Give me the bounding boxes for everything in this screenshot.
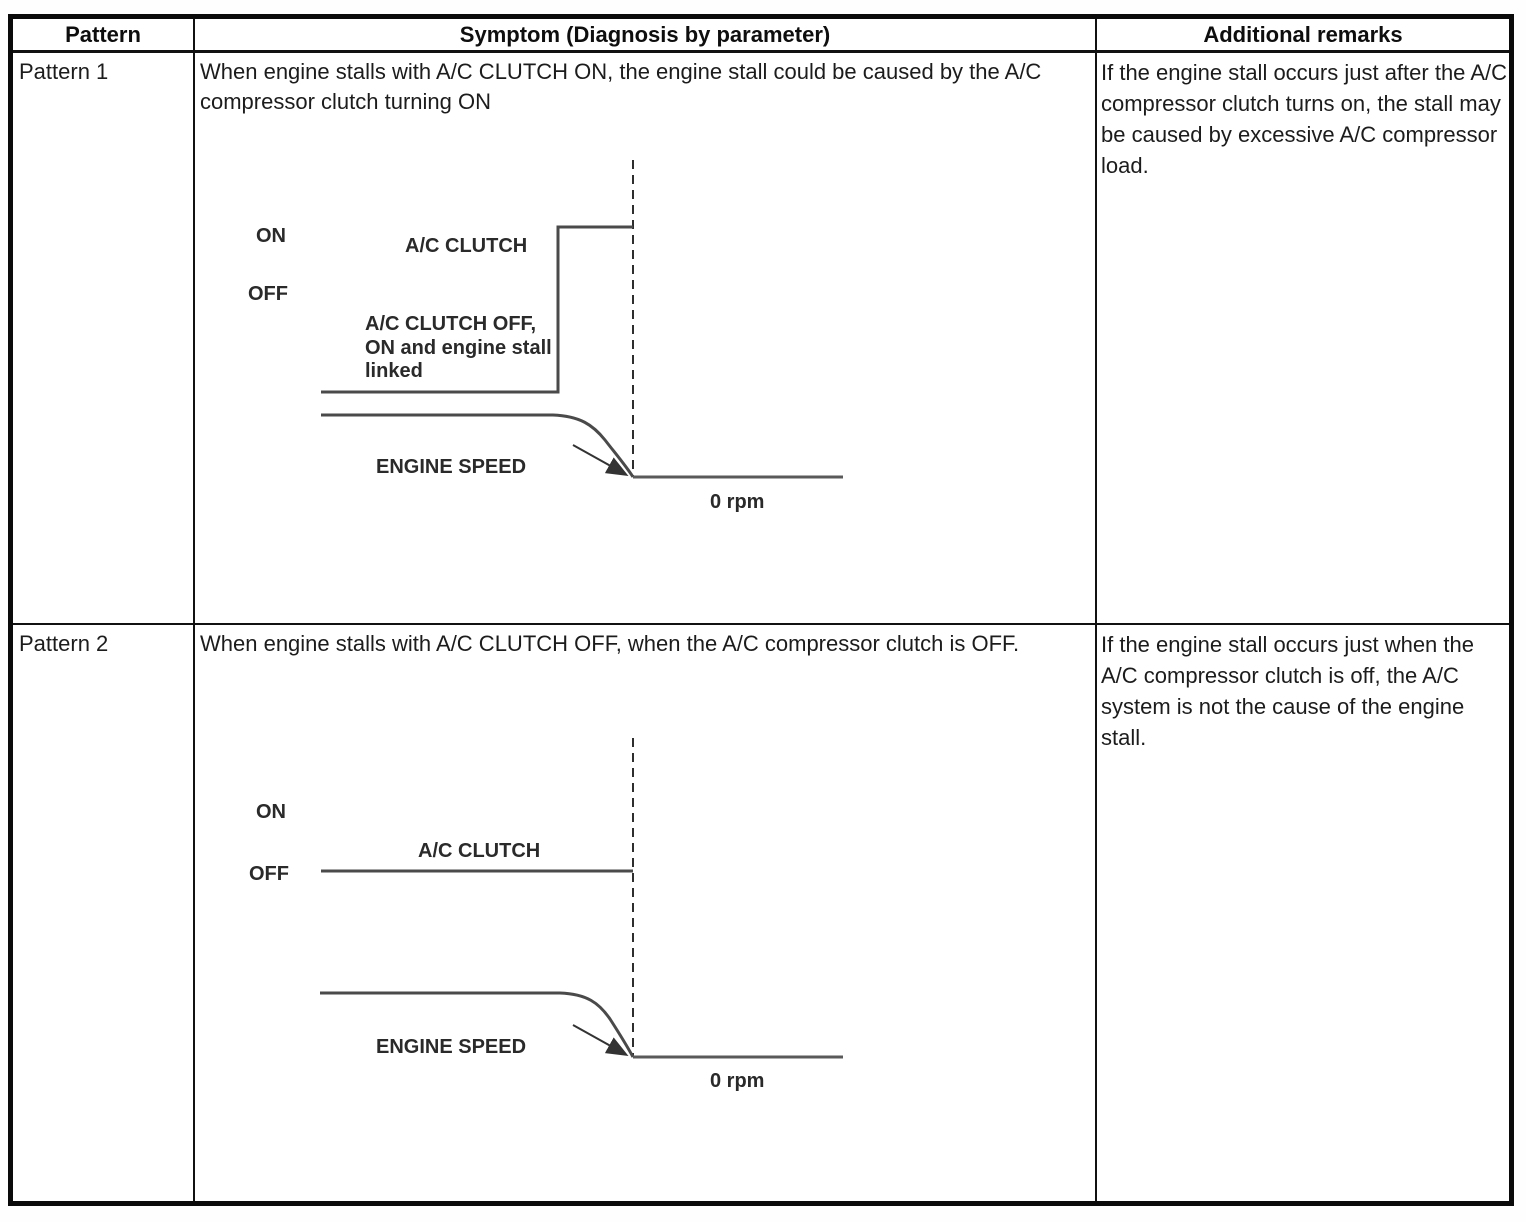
off-label: OFF xyxy=(248,283,288,305)
pattern2-symptom-cell: When engine stalls with A/C CLUTCH OFF, … xyxy=(195,625,1097,1201)
clutch-stall-linked-note-line2: ON and engine stall xyxy=(365,337,552,359)
pattern1-symptom-cell: When engine stalls with A/C CLUTCH ON, t… xyxy=(195,53,1097,625)
zero-rpm-label: 0 rpm xyxy=(710,1070,764,1092)
engine-speed-label: ENGINE SPEED xyxy=(376,1036,526,1058)
zero-rpm-label: 0 rpm xyxy=(710,491,764,513)
pattern2-remarks-cell: If the engine stall occurs just when the… xyxy=(1101,632,1474,750)
off-label: OFF xyxy=(249,863,289,885)
pattern1-remarks-cell: If the engine stall occurs just after th… xyxy=(1097,53,1509,625)
engine-speed-label: ENGINE SPEED xyxy=(376,456,526,478)
on-label: ON xyxy=(256,801,286,823)
pattern1-name-cell: Pattern 1 xyxy=(13,53,195,625)
ac-clutch-signal-line xyxy=(321,225,633,394)
engine-speed-arrow xyxy=(572,1024,629,1056)
header-cell-symptom: Symptom (Diagnosis by parameter) xyxy=(195,19,1097,53)
pattern1-waveform-diagram: ON OFF A/C CLUTCH A/C CLUTCH OFF, ON and… xyxy=(248,160,843,513)
clutch-stall-linked-note-line3: linked xyxy=(365,360,423,382)
on-label: ON xyxy=(256,225,286,247)
ac-clutch-label: A/C CLUTCH xyxy=(405,235,527,257)
pattern2-name-cell: Pattern 2 xyxy=(13,625,195,1201)
engine-speed-arrow xyxy=(572,444,629,476)
diagnosis-table: Pattern Symptom (Diagnosis by parameter)… xyxy=(8,14,1514,1206)
ac-clutch-label: A/C CLUTCH xyxy=(418,840,540,862)
pattern2-waveform-diagram: ON OFF A/C CLUTCH ENGINE SPEED 0 rpm xyxy=(249,738,843,1092)
header-cell-pattern: Pattern xyxy=(13,19,195,53)
clutch-stall-linked-note-line1: A/C CLUTCH OFF, xyxy=(365,313,536,335)
pattern2-symptom-text: When engine stalls with A/C CLUTCH OFF, … xyxy=(200,631,1020,656)
pattern1-symptom-text: When engine stalls with A/C CLUTCH ON, t… xyxy=(200,59,1042,114)
header-cell-remarks: Additional remarks xyxy=(1097,19,1509,53)
